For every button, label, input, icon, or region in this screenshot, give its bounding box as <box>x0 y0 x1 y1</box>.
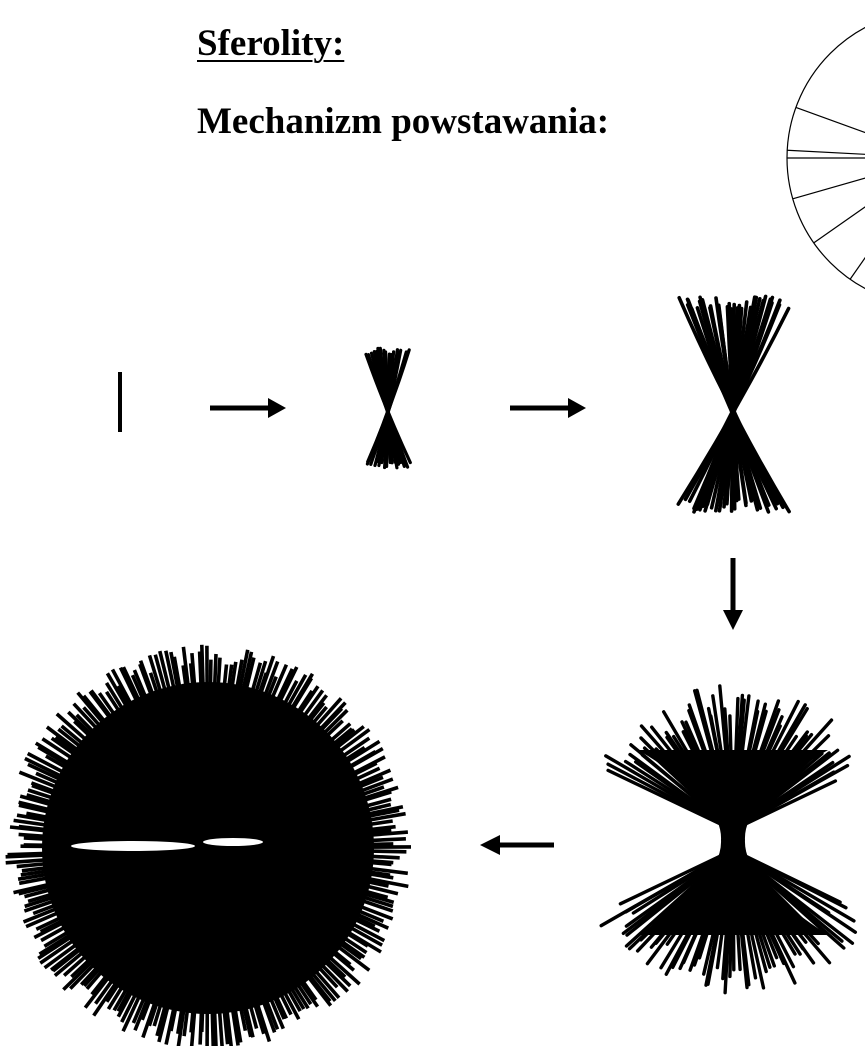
stage-spherulite <box>6 645 411 1046</box>
arrow-right-1 <box>210 398 286 418</box>
inset-radial-line <box>796 107 865 137</box>
arrow-left <box>480 835 554 855</box>
inset-radial-line <box>814 192 865 242</box>
stage-hourglass-sheaf <box>601 686 855 993</box>
spherulite-gap <box>71 841 195 851</box>
arrow-down <box>723 558 743 630</box>
inset-sector-diagram <box>787 10 865 306</box>
arrow-right-2 <box>510 398 586 418</box>
inset-radial-line <box>793 175 865 199</box>
spherulite-gap <box>203 838 263 846</box>
inset-radial-line <box>850 207 865 279</box>
stage-larger-sheaf <box>678 296 789 512</box>
inset-radial-line <box>787 150 865 155</box>
stage-small-sheaf <box>366 348 410 468</box>
